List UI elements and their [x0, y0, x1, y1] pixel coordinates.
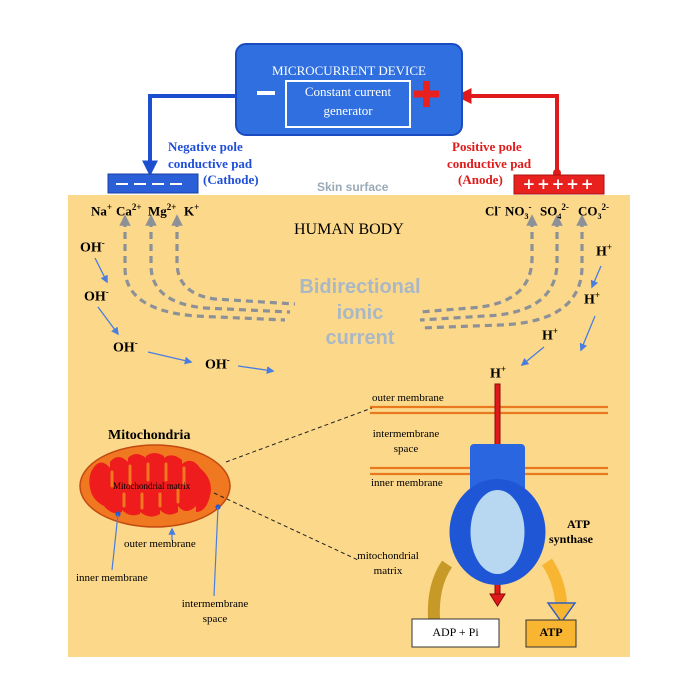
cation-mg: Mg2+ [148, 202, 177, 219]
detail-inner-membrane-label: inner membrane [371, 477, 443, 489]
hydroxide-flow-arrows [94, 257, 275, 374]
mito-outer-membrane-label: outer membrane [124, 538, 196, 550]
detail-intermembrane-label-1: intermembrane [372, 428, 440, 440]
mitochondria-title: Mitochondria [108, 428, 191, 443]
anode-pad-signs: +++++ [522, 175, 596, 193]
detail-matrix-label-2: matrix [373, 565, 403, 577]
atp-arrow-body [541, 558, 567, 605]
mito-intermembrane-label-2: space [202, 613, 228, 625]
negative-pad-label-1: Negative pole [168, 139, 243, 154]
proton-label-4: H+ [490, 364, 507, 382]
mito-inner-membrane-label: inner membrane [76, 572, 148, 584]
ionic-arcs-right [419, 214, 588, 330]
anion-no3: NO3- [505, 202, 532, 221]
microcurrent-device-box [235, 43, 463, 136]
negative-wire [142, 94, 243, 177]
positive-wire [455, 88, 559, 173]
atp-arrow-head [546, 602, 577, 624]
human-body-area [68, 195, 630, 657]
detail-matrix-label-1: mitochondrial [357, 550, 419, 562]
positive-pad-label-2: conductive pad [447, 156, 532, 171]
cation-k: K+ [184, 202, 200, 219]
generator-label-line1: Constant current [304, 84, 392, 99]
mitochondrion-cristae [89, 453, 211, 517]
cation-ca: Ca2+ [116, 202, 142, 219]
cathode-pad-dashes [116, 183, 182, 185]
detail-outer-membrane-label: outer membrane [372, 392, 444, 404]
adp-box [411, 618, 500, 648]
mitochondrion-cristae-folds [110, 462, 186, 510]
minus-sign [257, 91, 275, 95]
human-body-title: HUMAN BODY [294, 221, 404, 238]
atp-synthase-label-2: synthase [549, 532, 594, 546]
label-pointers [111, 506, 219, 597]
proton-label-1: H+ [596, 242, 613, 260]
atp-synthase-label-1: ATP [567, 517, 591, 531]
proton-label-3: H+ [542, 326, 559, 344]
hydroxide-label-1: OH- [80, 238, 105, 256]
anion-cl: Cl- [485, 202, 501, 219]
hydroxide-label-2: OH- [84, 287, 109, 305]
anion-so4: SO42- [540, 202, 569, 221]
hydroxide-label-4: OH- [205, 355, 230, 373]
ionic-arcs-left [119, 214, 296, 322]
adp-arrow [427, 560, 453, 620]
proton-channel-arrowhead [489, 593, 506, 607]
device-title: MICROCURRENT DEVICE [272, 63, 426, 78]
detail-intermembrane-label-2: space [393, 443, 419, 455]
zoom-dashed-lines [213, 407, 373, 561]
generator-label-line2: generator [323, 103, 373, 118]
proton-flow-arrows [520, 265, 602, 366]
adp-label: ADP + Pi [432, 625, 479, 639]
skin-surface-label: Skin surface [317, 180, 389, 194]
hydroxide-label-3: OH- [113, 338, 138, 356]
positive-pad-label-3: (Anode) [458, 172, 503, 187]
mito-intermembrane-label-1: intermembrane [181, 598, 249, 610]
mitochondrial-matrix-label: Mitochondrial matrix [113, 481, 191, 491]
negative-pad-label-2: conductive pad [168, 156, 253, 171]
negative-pad-label-3: (Cathode) [203, 172, 259, 187]
plus-sign-horizontal [414, 90, 439, 98]
bidirectional-label-2: ionic [336, 302, 384, 324]
atp-synthase-core [470, 490, 525, 574]
anode-pad [513, 174, 605, 195]
atp-label: ATP [539, 625, 563, 639]
cation-na: Na+ [91, 202, 113, 219]
generator-box [285, 80, 411, 128]
positive-pad-label-1: Positive pole [452, 139, 522, 154]
outer-membrane-lines [370, 405, 608, 415]
proton-label-2: H+ [584, 290, 601, 308]
bidirectional-label-3: current [325, 327, 395, 349]
atp-box [525, 619, 577, 648]
anion-co3: CO32- [578, 202, 609, 221]
bidirectional-label-1: Bidirectional [299, 276, 421, 298]
